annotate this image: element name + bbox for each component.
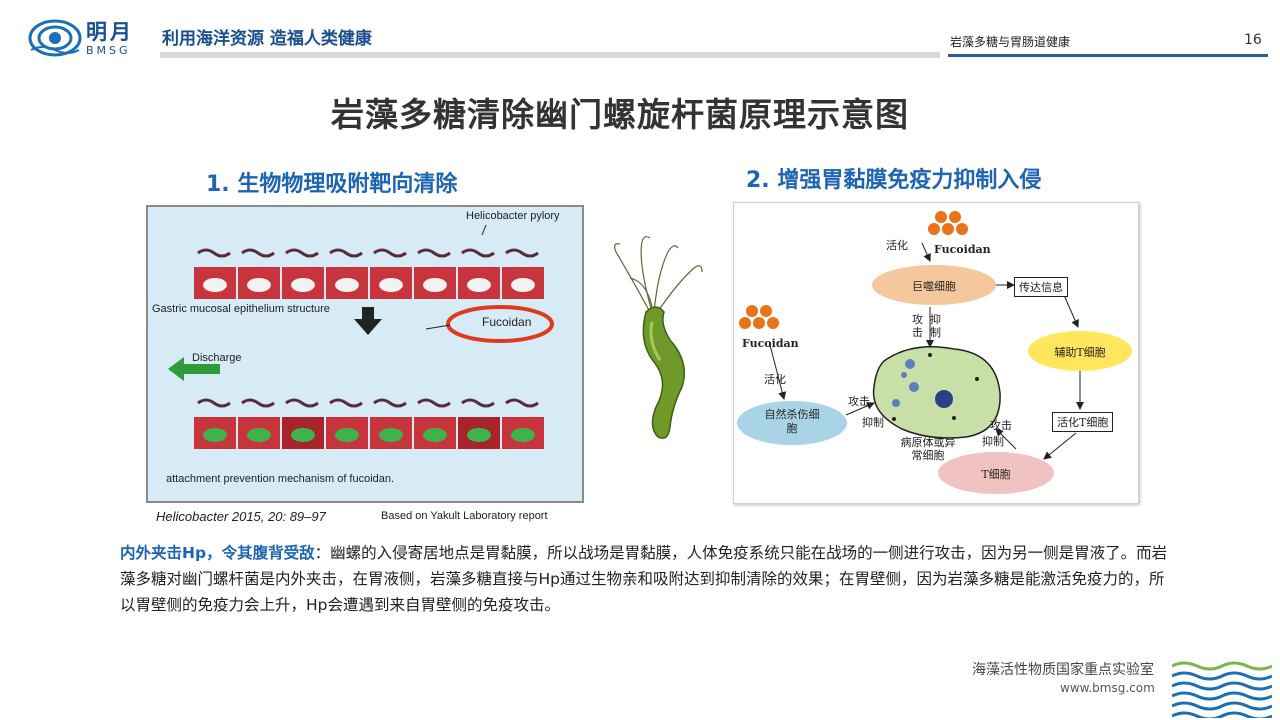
cell-nucleus xyxy=(423,278,447,292)
activate-label-top: 活化 xyxy=(886,239,908,252)
immune-diagram-shapes xyxy=(737,211,1132,494)
header-topic-underline xyxy=(948,54,1268,57)
helper-t-node: 辅助T细胞 xyxy=(1054,346,1106,359)
discharge-label: Discharge xyxy=(192,352,242,364)
pathogen-node: 病原体或异常细胞 xyxy=(900,436,956,462)
cell-nucleus xyxy=(291,278,315,292)
bacterium-mark xyxy=(417,398,451,408)
paragraph-highlight: 内外夹击Hp，令其腹背受敌 xyxy=(120,544,315,562)
inhibit-label-right: 抑制 xyxy=(982,435,1004,448)
bacterium-mark xyxy=(461,248,495,258)
attack-label-left: 攻击 xyxy=(848,395,870,408)
header-divider xyxy=(160,52,940,58)
bacterium-mark xyxy=(197,248,231,258)
cell-nucleus xyxy=(423,428,447,442)
cell-nucleus xyxy=(335,278,359,292)
page-number: 16 xyxy=(1244,32,1262,48)
cell-nucleus xyxy=(203,278,227,292)
fucoidan-label-top: Fucoidan xyxy=(934,243,991,256)
bacterium-mark xyxy=(505,398,539,408)
attachment-prevention-figure: Helicobacter pylory Gastric mucosal epit… xyxy=(146,205,584,503)
fucoidan-label-left: Fucoidan xyxy=(742,337,799,350)
bacterium-mark xyxy=(329,248,363,258)
cell-nucleus xyxy=(511,428,535,442)
logo-text-en: BMSG xyxy=(86,44,131,57)
logo-mark-icon xyxy=(28,19,82,57)
cell-nucleus xyxy=(291,428,315,442)
company-logo: 明月 BMSG xyxy=(28,14,156,66)
attack-label-right: 攻击 xyxy=(990,419,1012,432)
bacterium-mark xyxy=(197,398,231,408)
bacterium-mark xyxy=(285,248,319,258)
bacteria-label: Helicobacter pylory xyxy=(466,210,560,222)
section2-heading: 2. 增强胃黏膜免疫力抑制入侵 xyxy=(746,168,1042,193)
immune-mechanism-diagram: 活化 Fucoidan 巨噬细胞 传达信息 攻击 抑制 辅助T细胞 Fucoid… xyxy=(733,202,1139,504)
bacterium-mark xyxy=(285,398,319,408)
transmit-info-box: 传达信息 xyxy=(1014,277,1068,297)
t-cell-node: T细胞 xyxy=(981,468,1011,481)
epithelium-label: Gastric mucosal epithelium structure xyxy=(152,303,330,315)
bacterium-mark xyxy=(505,248,539,258)
cell-nucleus xyxy=(511,278,535,292)
wave-decoration-icon xyxy=(1172,661,1272,718)
slogan: 利用海洋资源 造福人类健康 xyxy=(162,29,372,49)
activated-t-box: 活化T细胞 xyxy=(1052,412,1114,432)
bacterium-mark xyxy=(373,248,407,258)
activate-label-left: 活化 xyxy=(764,373,786,386)
bacterium-mark xyxy=(417,248,451,258)
cell-nucleus xyxy=(203,428,227,442)
cell-nucleus xyxy=(247,428,271,442)
cell-nucleus xyxy=(379,278,403,292)
footer-url: www.bmsg.com xyxy=(1060,681,1155,695)
lab-name: 海藻活性物质国家重点实验室 xyxy=(972,662,1154,678)
fucoidan-label: Fucoidan xyxy=(482,315,532,329)
bacterium-mark xyxy=(373,398,407,408)
bacterium-mark xyxy=(241,248,275,258)
section1-heading: 1. 生物物理吸附靶向清除 xyxy=(206,172,458,197)
explanation-paragraph: 内外夹击Hp，令其腹背受敌：幽螺的入侵寄居地点是胃黏膜，所以战场是胃黏膜，人体免… xyxy=(120,540,1170,618)
helicobacter-bacterium-icon xyxy=(614,236,703,439)
cell-nucleus xyxy=(247,278,271,292)
cell-nucleus xyxy=(335,428,359,442)
bacterium-mark xyxy=(329,398,363,408)
page-title: 岩藻多糖清除幽门螺旋杆菌原理示意图 xyxy=(331,95,909,134)
macrophage-node: 巨噬细胞 xyxy=(912,280,956,293)
paragraph-body: ：幽螺的入侵寄居地点是胃黏膜，所以战场是胃黏膜，人体免疫系统只能在战场的一侧进行… xyxy=(120,544,1168,614)
inhibit-label-center: 抑制 xyxy=(930,313,941,339)
figure-caption: attachment prevention mechanism of fucoi… xyxy=(166,473,395,485)
cell-nucleus xyxy=(467,278,491,292)
bacterium-mark xyxy=(241,398,275,408)
attack-label-center: 攻击 xyxy=(912,313,923,339)
citation-journal: Helicobacter 2015, 20: 89–97 xyxy=(156,509,326,524)
inhibit-label-left: 抑制 xyxy=(862,416,884,429)
header-topic: 岩藻多糖与胃肠道健康 xyxy=(950,35,1071,49)
cell-nucleus xyxy=(467,428,491,442)
nk-cell-node: 自然杀伤细胞 xyxy=(764,408,820,435)
epithelium-illustration xyxy=(168,224,554,449)
citation-source: Based on Yakult Laboratory report xyxy=(381,510,548,522)
cell-nucleus xyxy=(379,428,403,442)
bacterium-mark xyxy=(461,398,495,408)
logo-text-cn: 明月 xyxy=(86,20,134,44)
